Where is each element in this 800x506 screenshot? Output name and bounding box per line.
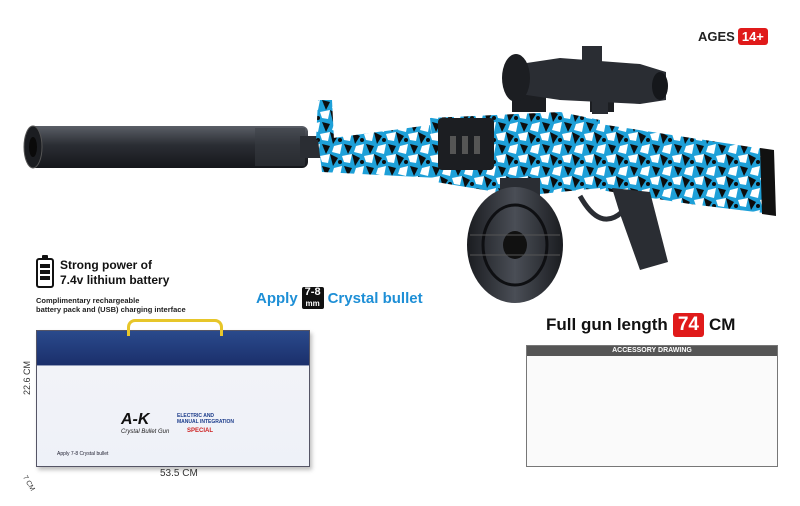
package-special: SPECIAL — [187, 428, 214, 434]
age-label: AGES — [698, 29, 735, 44]
battery-line-1: Strong power of — [60, 258, 152, 272]
age-badge: AGES 14+ — [698, 28, 768, 45]
length-callout: Full gun length 74 CM — [546, 313, 735, 337]
front-sight — [316, 100, 334, 140]
handguard — [318, 125, 438, 178]
battery-sub-2: battery pack and (USB) charging interfac… — [36, 305, 186, 314]
battery-line-2: 7.4v lithium battery — [60, 273, 170, 287]
package-subtitle: Crystal Bullet Gun — [121, 429, 170, 435]
length-unit: CM — [708, 315, 736, 334]
package-footer: Apply 7-8 Crystal bullet — [57, 451, 109, 457]
pistol-grip — [612, 188, 668, 270]
package-feature-2: MANUAL INTEGRATION — [177, 419, 235, 425]
battery-subtext: Complimentary rechargeable battery pack … — [36, 296, 186, 314]
drum-magazine — [467, 178, 563, 303]
accessory-panel: ACCESSORY DRAWING — [526, 345, 778, 467]
length-value: 74 — [672, 313, 704, 337]
package-features: ELECTRIC AND MANUAL INTEGRATION — [177, 413, 234, 425]
package-brand: A-K — [121, 411, 150, 428]
suppressor — [23, 125, 322, 169]
box-width-dimension: 53.5 CM — [160, 468, 198, 479]
ammo-size-badge: 7-8 mm — [301, 286, 324, 309]
ammo-callout: Apply 7-8 mm Crystal bullet — [256, 287, 423, 309]
scope — [502, 46, 668, 114]
accessory-title: ACCESSORY DRAWING — [527, 346, 777, 356]
ammo-prefix: Apply — [256, 289, 298, 307]
battery-sub-1: Complimentary rechargeable — [36, 296, 140, 305]
package-handle — [127, 319, 223, 336]
box-height-dimension: 22.6 CM — [22, 360, 32, 395]
battery-heading: Strong power of 7.4v lithium battery — [60, 258, 169, 288]
ammo-size-value: 7-8 — [304, 286, 321, 298]
ammo-suffix: Crystal bullet — [327, 289, 423, 307]
battery-icon — [36, 255, 54, 288]
length-label: Full gun length — [546, 315, 668, 334]
package-feature-1: ELECTRIC AND — [177, 413, 215, 419]
age-value: 14+ — [737, 28, 768, 45]
package-box: A-K Crystal Bullet Gun ELECTRIC AND MANU… — [36, 319, 310, 467]
ammo-size-unit: mm — [305, 299, 320, 308]
